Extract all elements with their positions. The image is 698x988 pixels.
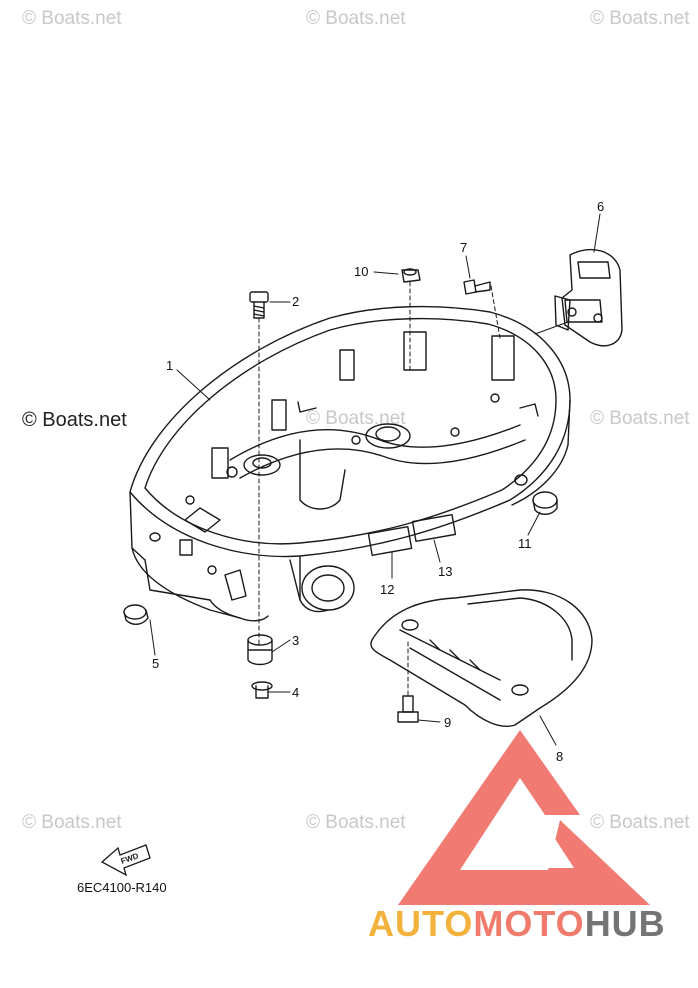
callout-4: 4 [292,685,299,700]
watermark: © Boats.net [590,8,690,29]
center-boss [365,423,411,449]
callout-2: 2 [292,294,299,309]
part-9-bolt [397,695,419,723]
part-3-damper [247,634,273,666]
callout-5: 5 [152,656,159,671]
brand-wordmark: AUTOMOTOHUB [368,903,666,945]
watermark: © Boats.net [22,8,122,29]
shaft-tube [301,565,355,611]
watermark: © Boats.net [590,812,690,833]
part-6-bracket [554,248,623,347]
brand-logo-mark [398,730,650,905]
part-2-bolt [249,291,269,319]
brand-part-moto: MOTO [473,903,585,944]
watermark: © Boats.net [306,8,406,29]
callout-3: 3 [292,633,299,648]
part-4-collar [251,681,273,699]
left-boss [243,454,281,476]
callout-9: 9 [444,715,451,730]
watermark: © Boats.net [590,408,690,429]
brand-part-hub: HUB [584,903,666,944]
cowling-side-wall [129,491,241,619]
callout-13: 13 [438,564,452,579]
brand-part-auto: AUTO [368,903,474,944]
callout-12: 12 [380,582,394,597]
callout-7: 7 [460,240,467,255]
part-8-handle [370,589,593,727]
callout-8: 8 [556,749,563,764]
callout-11: 11 [518,536,532,551]
callout-1: 1 [166,358,173,373]
label-plate-13 [411,513,457,543]
part-7-screw [463,279,491,295]
part-10-nut [401,268,421,283]
callout-10: 10 [354,264,368,279]
watermark-strong: © Boats.net [22,409,127,431]
callout-6: 6 [597,199,604,214]
part-5-grommet [123,604,149,625]
part-code: 6EC4100-R140 [77,880,167,895]
watermark: © Boats.net [306,408,406,429]
watermark: © Boats.net [22,812,122,833]
fwd-arrow: FWD [100,844,151,877]
watermark: © Boats.net [306,812,406,833]
cowling-inner-rim [144,317,557,545]
part-11-grommet [532,491,558,515]
